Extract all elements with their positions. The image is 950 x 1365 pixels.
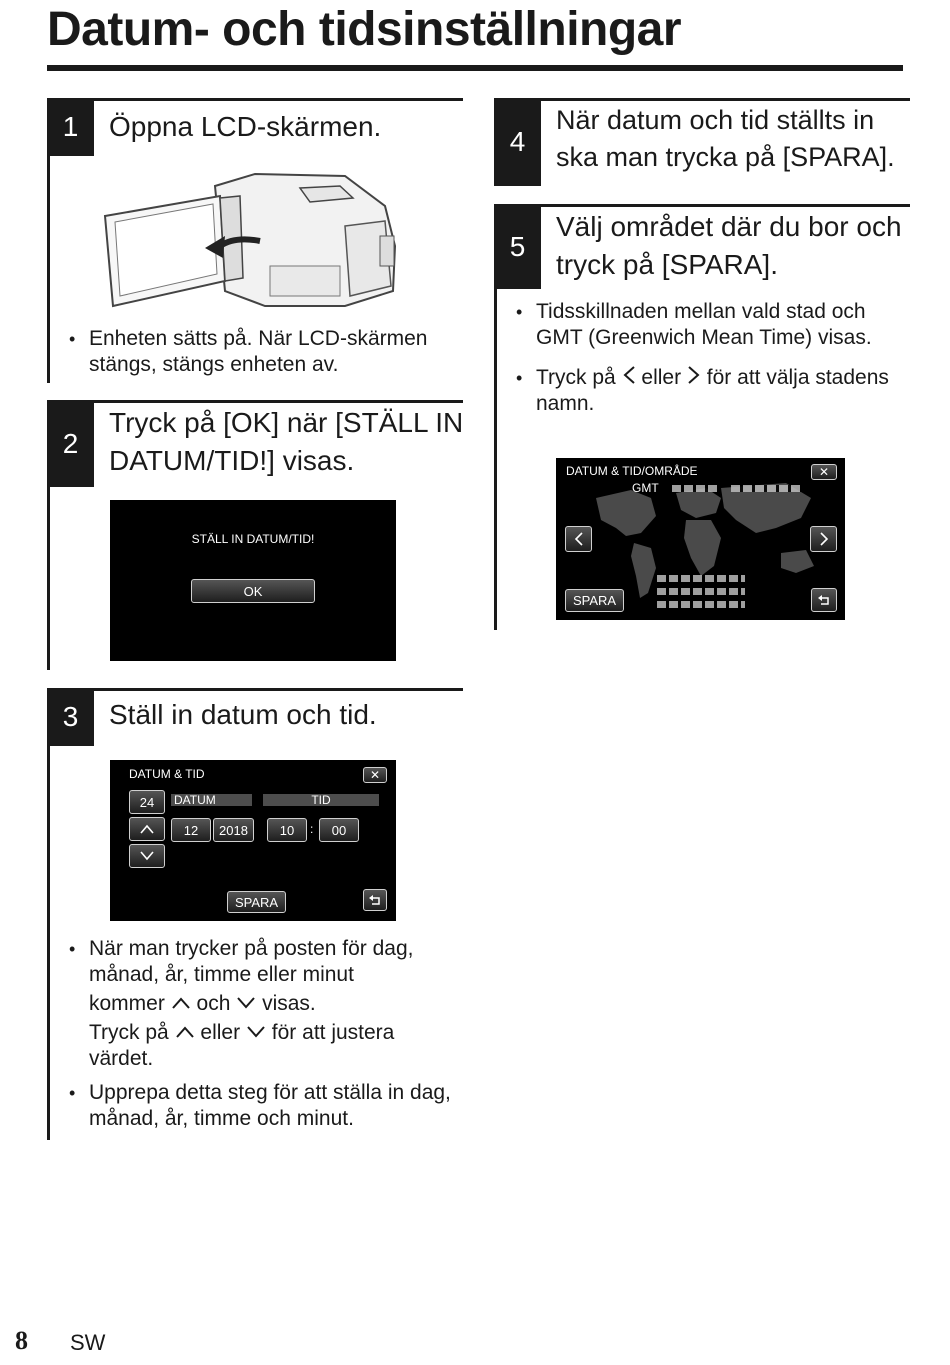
chevron-down-icon[interactable]	[129, 844, 165, 868]
city-name-line	[657, 588, 745, 595]
screen-title: DATUM & TID	[129, 767, 205, 781]
step-heading-line1: När datum och tid ställts in	[556, 105, 875, 135]
return-icon[interactable]	[363, 889, 387, 911]
chevron-right-icon[interactable]	[810, 526, 837, 552]
step-number: 4	[494, 98, 541, 186]
bullet-text: Tidsskillnaden mellan vald stad och GMT …	[516, 299, 911, 351]
screen-title: DATUM & TID/OMRÅDE	[566, 464, 698, 478]
return-icon[interactable]	[811, 588, 837, 612]
city-name-line	[657, 575, 745, 582]
close-icon[interactable]: ✕	[811, 464, 837, 480]
step-number: 1	[47, 98, 94, 156]
chevron-down-icon	[247, 1026, 265, 1038]
day-field[interactable]: 24	[129, 790, 165, 814]
bullet-text: Upprepa detta steg för att ställa in dag…	[69, 1080, 464, 1132]
step-heading-line1: Välj området där du bor och	[556, 211, 902, 242]
city-time-value	[731, 485, 801, 492]
step-4: 4 När datum och tid ställts in ska man t…	[494, 98, 910, 186]
time-separator: :	[310, 822, 314, 836]
chevron-up-icon	[171, 997, 190, 1009]
hour-field[interactable]: 10	[267, 818, 307, 842]
camcorder-illustration	[103, 172, 397, 308]
lcd-date-time-screen: DATUM & TID ✕ 24 DATUM TID 12 2018 10 : …	[110, 760, 396, 921]
bullet-text: När man trycker på posten för dag, månad…	[69, 936, 464, 1072]
bullet-text: Enheten sätts på. När LCD-skärmen stängs…	[69, 326, 459, 378]
step-2: 2 Tryck på [OK] när [STÄLL IN DATUM/TID!…	[47, 400, 463, 670]
date-label-bar	[171, 794, 252, 806]
page-number: 8	[15, 1326, 28, 1355]
title-divider	[47, 65, 903, 71]
month-field[interactable]: 12	[171, 818, 211, 842]
close-icon[interactable]: ✕	[363, 767, 387, 783]
city-name-line	[657, 601, 745, 608]
chevron-up-icon	[175, 1026, 194, 1038]
step-heading-line1: Tryck på [OK] när [STÄLL IN	[109, 407, 464, 438]
chevron-down-icon	[237, 997, 255, 1009]
year-field[interactable]: 2018	[213, 818, 254, 842]
world-map	[596, 483, 814, 598]
chevron-right-icon	[688, 366, 700, 384]
step-number: 3	[47, 688, 94, 746]
chevron-up-icon[interactable]	[129, 817, 165, 841]
lcd-set-date-screen: STÄLL IN DATUM/TID! OK	[110, 500, 396, 661]
ok-button[interactable]: OK	[191, 579, 315, 603]
chevron-left-icon[interactable]	[565, 526, 592, 552]
save-button[interactable]: SPARA	[227, 891, 286, 913]
language-code: SW	[70, 1330, 106, 1355]
minute-field[interactable]: 00	[319, 818, 359, 842]
step-heading: Öppna LCD-skärmen.	[109, 111, 382, 142]
save-button[interactable]: SPARA	[565, 589, 624, 612]
time-label: TID	[311, 793, 331, 807]
page-title: Datum- och tidsinställningar	[47, 3, 682, 56]
chevron-left-icon	[623, 366, 635, 384]
step-heading: Ställ in datum och tid.	[109, 699, 377, 730]
step-heading-line2: tryck på [SPARA].	[556, 249, 778, 280]
bullet-text: Tryck på eller för att välja stadens nam…	[516, 365, 911, 417]
step-3: 3 Ställ in datum och tid. När man trycke…	[47, 688, 463, 1140]
gmt-offset-value	[672, 485, 717, 492]
step-number: 2	[47, 400, 94, 487]
step-number: 5	[494, 204, 541, 289]
step-1: 1 Öppna LCD-skärmen. Enheten sätts på. N…	[47, 98, 463, 383]
lcd-area-screen: DATUM & TID/OMRÅDE ✕ GMT SPARA	[556, 458, 845, 620]
step-5: 5 Välj området där du bor och tryck på […	[494, 204, 910, 630]
step-heading-line2: DATUM/TID!] visas.	[109, 445, 355, 476]
gmt-label: GMT	[632, 481, 659, 495]
time-label-bar	[263, 794, 379, 806]
screen-message: STÄLL IN DATUM/TID!	[191, 532, 315, 546]
date-label: DATUM	[174, 793, 216, 807]
step-heading-line2: ska man trycka på [SPARA].	[556, 142, 895, 172]
